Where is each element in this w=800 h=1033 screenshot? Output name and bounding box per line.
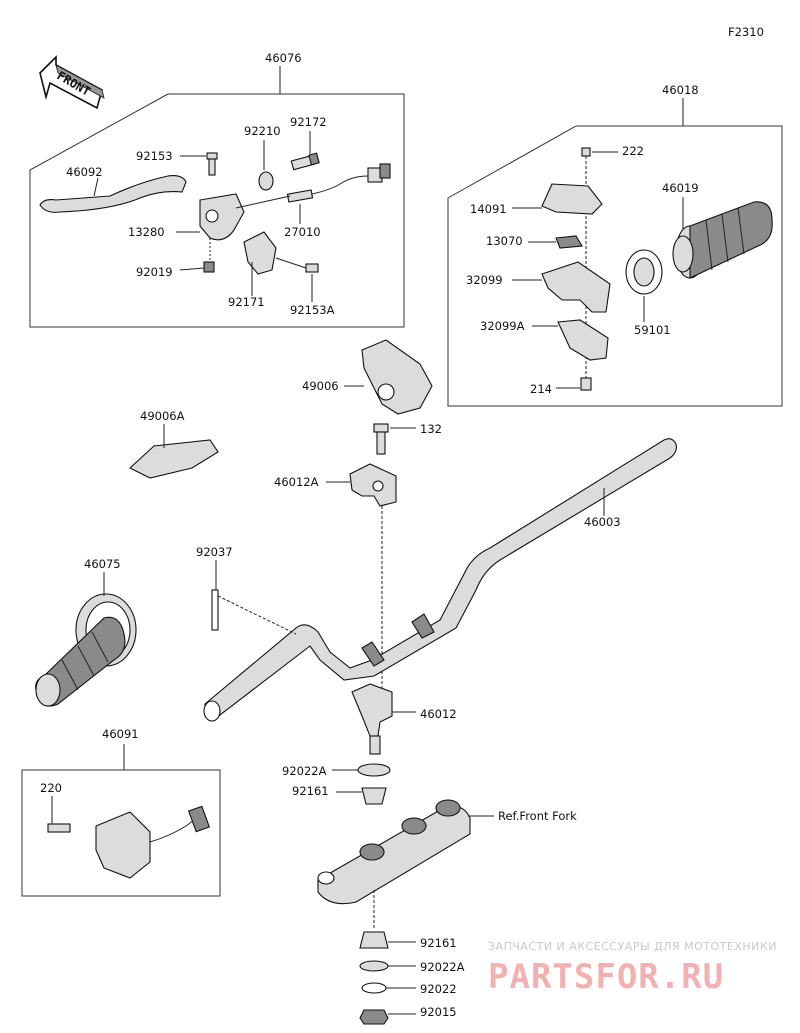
label-32099: 32099 <box>466 273 503 287</box>
handlebar-46003 <box>203 438 677 722</box>
label-222: 222 <box>622 144 644 158</box>
rubber-92161-bottom <box>359 931 389 949</box>
label-92015: 92015 <box>420 1005 457 1019</box>
label-92172: 92172 <box>290 115 327 129</box>
nut-92015 <box>359 1009 389 1025</box>
label-220: 220 <box>40 781 62 795</box>
guard-49006A <box>129 439 219 479</box>
label-ref-front-fork: Ref.Front Fork <box>498 809 577 823</box>
lever-assembly-group: 46076 46092 92153 92210 92172 13280 <box>29 51 405 328</box>
label-92210: 92210 <box>244 124 281 138</box>
bolt-92153A <box>275 257 319 273</box>
screw-214 <box>580 377 592 391</box>
nut-92019 <box>203 261 215 273</box>
throttle-assembly-group: 46018 222 14091 13070 32099 32099A 214 5… <box>447 83 783 407</box>
bolt-92153 <box>206 152 218 176</box>
label-92161-top: 92161 <box>292 784 329 798</box>
throttle-grip-46019 <box>672 201 773 279</box>
bolt-132 <box>373 423 389 455</box>
screw-220 <box>47 823 71 833</box>
label-32099A: 32099A <box>480 319 525 333</box>
label-92019: 92019 <box>136 265 173 279</box>
washer-92022A-bottom <box>359 960 389 972</box>
label-14091: 14091 <box>470 202 507 216</box>
label-46076: 46076 <box>265 51 302 65</box>
watermark-brand: PARTSFOR.RU <box>488 957 724 997</box>
label-46075: 46075 <box>84 557 121 571</box>
housing-32099A <box>557 319 609 361</box>
switch-assembly-group: 46091 220 <box>21 727 221 897</box>
screw-222 <box>581 147 591 157</box>
label-46019: 46019 <box>662 181 699 195</box>
washer-92210 <box>258 171 274 191</box>
label-46091: 46091 <box>102 727 139 741</box>
clutch-lever <box>39 175 187 213</box>
clamp-92171 <box>243 231 277 275</box>
label-92161-bottom: 92161 <box>420 936 457 950</box>
adjuster-92172 <box>290 152 320 171</box>
handlebar-switch <box>95 811 151 879</box>
holder-46012 <box>351 683 393 755</box>
label-92153A: 92153A <box>290 303 335 317</box>
triple-clamp <box>317 799 471 905</box>
label-92037: 92037 <box>196 545 233 559</box>
label-27010: 27010 <box>284 225 321 239</box>
label-92171: 92171 <box>228 295 265 309</box>
watermark-tagline: ЗАПЧАСТИ И АКСЕССУАРЫ ДЛЯ МОТОТЕХНИКИ <box>488 940 777 953</box>
cover-14091 <box>541 183 603 215</box>
washer-92022A-top <box>357 763 391 777</box>
label-214: 214 <box>530 382 552 396</box>
figure-code: F2310 <box>728 25 764 39</box>
label-49006A: 49006A <box>140 409 185 423</box>
label-13280: 13280 <box>128 225 165 239</box>
switch-27010 <box>286 163 391 203</box>
label-49006: 49006 <box>302 379 339 393</box>
front-arrow-icon: FRONT <box>39 55 105 110</box>
label-13070: 13070 <box>486 234 523 248</box>
label-92153: 92153 <box>136 149 173 163</box>
clip-92037 <box>211 589 297 635</box>
part-13070 <box>555 235 583 249</box>
label-92022A-bottom: 92022A <box>420 960 465 974</box>
rubber-92161-top <box>361 787 387 805</box>
label-46018: 46018 <box>662 83 699 97</box>
left-grip-46075 <box>35 593 137 707</box>
housing-32099 <box>541 261 611 313</box>
guard-49006 <box>361 339 433 415</box>
label-46012: 46012 <box>420 707 457 721</box>
label-92022: 92022 <box>420 982 457 996</box>
label-46012A: 46012A <box>274 475 319 489</box>
label-92022A-top: 92022A <box>282 764 327 778</box>
label-132: 132 <box>420 422 442 436</box>
label-46092: 46092 <box>66 165 103 179</box>
label-59101: 59101 <box>634 323 671 337</box>
washer-92022 <box>361 982 387 994</box>
label-46003: 46003 <box>584 515 621 529</box>
